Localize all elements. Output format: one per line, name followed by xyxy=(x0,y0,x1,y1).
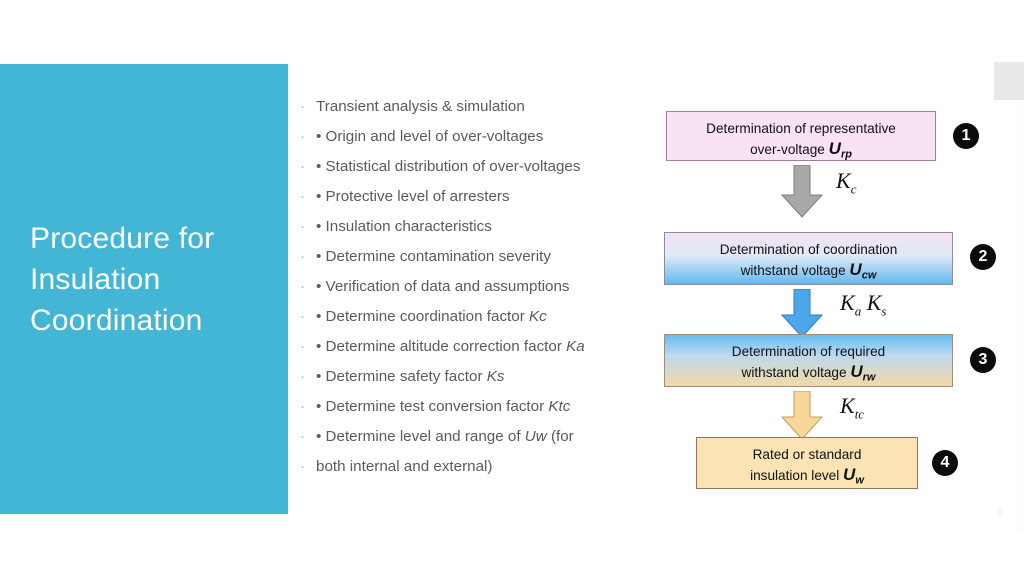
arrow-down-icon-3 xyxy=(780,391,824,441)
list-item-label: • Verification of data and assumptions xyxy=(316,278,570,295)
flow-box-2-subscript: cw xyxy=(861,269,877,282)
arrow-down-icon-2 xyxy=(780,289,824,339)
bullet-marker-icon: · xyxy=(300,98,305,115)
diagram-right-strip xyxy=(1016,62,1024,532)
flow-box-1-symbol: U xyxy=(828,139,841,158)
list-item: · • Insulation characteristics xyxy=(300,212,640,242)
arrow-label-ka-base: K xyxy=(840,290,855,315)
bullet-marker-icon: · xyxy=(300,128,305,145)
bullet-marker-icon: · xyxy=(300,338,305,355)
list-item: · • Determine altitude correction factor… xyxy=(300,332,640,362)
list-item-label: Transient analysis & simulation xyxy=(316,98,525,115)
flow-box-4-line1: Rated or standard xyxy=(752,447,862,462)
arrow-label-ktc-sub: tc xyxy=(854,406,865,422)
step-badge-3: 3 xyxy=(970,347,996,373)
bullet-marker-icon: · xyxy=(300,158,305,175)
bullet-marker-icon: · xyxy=(300,218,305,235)
arrow-label-ks-base: K xyxy=(866,290,882,315)
list-item: · • Determine test conversion factor Ktc xyxy=(300,392,640,422)
flow-box-4-subscript: w xyxy=(855,474,864,487)
diagram-corner-dot xyxy=(998,510,1002,514)
list-item: · • Determine safety factor Ks xyxy=(300,362,640,392)
list-item: · both internal and external) xyxy=(300,452,640,482)
list-item-label: • Statistical distribution of over-volta… xyxy=(316,158,581,175)
list-item-label: • Origin and level of over-voltages xyxy=(316,128,544,145)
bullet-marker-icon: · xyxy=(300,308,305,325)
list-item-label: • Insulation characteristics xyxy=(316,218,492,235)
list-item: · Transient analysis & simulation xyxy=(300,92,640,122)
bullet-marker-icon: · xyxy=(300,398,305,415)
list-item-label: • Determine contamination severity xyxy=(316,248,551,265)
list-item: · • Verification of data and assumptions xyxy=(300,272,640,302)
flow-box-3-line1: Determination of required xyxy=(731,344,886,359)
flow-box-3: Determination of required withstand volt… xyxy=(664,334,953,387)
list-item-label: • Determine test conversion factor Ktc xyxy=(316,398,571,415)
flow-box-3-subscript: rw xyxy=(862,371,876,384)
list-item: · • Determine contamination severity xyxy=(300,242,640,272)
list-item-label: • Determine level and range of Uw (for xyxy=(316,428,574,445)
flow-box-4-line2: insulation level Uw xyxy=(697,465,917,491)
flow-box-2-line1: Determination of coordination xyxy=(719,242,898,257)
flow-box-1-line2-prefix: over-voltage xyxy=(750,142,829,157)
page-title: Procedure for Insulation Coordination xyxy=(30,222,215,337)
flow-box-1-line1: Determination of representative xyxy=(706,121,896,136)
flow-box-4-symbol: U xyxy=(843,465,856,484)
bullet-marker-icon: · xyxy=(300,458,305,475)
arrow-label-ka-sub: a xyxy=(854,303,862,319)
list-item: · • Protective level of arresters xyxy=(300,182,640,212)
list-item-label: • Determine safety factor Ks xyxy=(316,368,505,385)
list-item: · • Origin and level of over-voltages xyxy=(300,122,640,152)
flow-box-4-line2-prefix: insulation level xyxy=(750,468,844,483)
flow-box-4: Rated or standard insulation level Uw xyxy=(696,437,918,489)
bullet-marker-icon: · xyxy=(300,248,305,265)
arrow-label-kc-base: K xyxy=(836,168,851,193)
arrow-label-ktc: Ktc xyxy=(840,393,864,422)
bullet-list: · Transient analysis & simulation · • Or… xyxy=(300,92,640,482)
step-badge-2: 2 xyxy=(970,244,996,270)
flow-box-1-subscript: rp xyxy=(840,148,852,161)
list-item-label: • Determine coordination factor Kc xyxy=(316,308,547,325)
title-panel: Procedure for Insulation Coordination xyxy=(0,64,288,514)
list-item: · • Statistical distribution of over-vol… xyxy=(300,152,640,182)
bullet-marker-icon: · xyxy=(300,278,305,295)
flow-box-2-line2-prefix: withstand voltage xyxy=(740,263,850,278)
flow-box-2-line2: withstand voltage Ucw xyxy=(665,260,952,286)
flow-box-2: Determination of coordination withstand … xyxy=(664,232,953,285)
step-badge-4: 4 xyxy=(932,450,958,476)
bullet-marker-icon: · xyxy=(300,188,305,205)
arrow-label-ka-ks: Ka Ks xyxy=(840,290,886,319)
flow-box-1-line2: over-voltage Urp xyxy=(667,139,935,165)
flow-box-2-symbol: U xyxy=(849,260,862,279)
diagram-corner-block xyxy=(994,62,1024,100)
bullet-marker-icon: · xyxy=(300,428,305,445)
arrow-label-kc-sub: c xyxy=(850,181,857,197)
flow-box-1: Determination of representative over-vol… xyxy=(666,111,936,161)
bullet-marker-icon: · xyxy=(300,368,305,385)
list-item-label: both internal and external) xyxy=(316,458,493,475)
flow-box-3-line2-prefix: withstand voltage xyxy=(741,365,851,380)
arrow-label-ks-sub: s xyxy=(881,303,887,319)
list-item-label: • Determine altitude correction factor K… xyxy=(316,338,585,355)
arrow-down-icon-1 xyxy=(780,165,824,219)
list-item: · • Determine level and range of Uw (for xyxy=(300,422,640,452)
list-item: · • Determine coordination factor Kc xyxy=(300,302,640,332)
arrow-label-kc: Kc xyxy=(836,168,856,197)
arrow-label-ktc-base: K xyxy=(840,393,855,418)
flow-box-3-line2: withstand voltage Urw xyxy=(665,362,952,388)
flow-box-3-symbol: U xyxy=(850,362,863,381)
flowchart-diagram: Determination of representative over-vol… xyxy=(640,62,1024,532)
list-item-label: • Protective level of arresters xyxy=(316,188,510,205)
step-badge-1: 1 xyxy=(953,123,979,149)
